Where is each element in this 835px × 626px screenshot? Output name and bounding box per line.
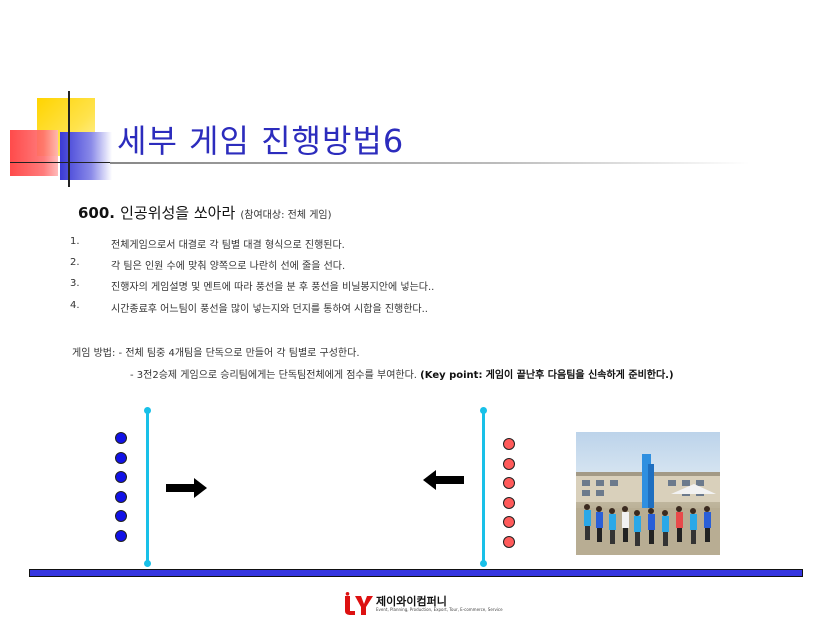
method-line-2: - 3전2승제 게임으로 승리팀에게는 단독팀전체에게 점수를 부여한다. (K… [130, 366, 674, 381]
left-team-player [115, 530, 127, 542]
method-line-2-text: - 3전2승제 게임으로 승리팀에게는 단독팀전체에게 점수를 부여한다. [130, 370, 417, 381]
company-tagline: Event, Planning, Production, Export, Tou… [376, 607, 503, 612]
step-text: 전체게임으로서 대결로 각 팀별 대결 형식으로 진행된다. [111, 240, 345, 251]
right-team-player [503, 438, 515, 450]
left-team-player [115, 432, 127, 444]
keypoint-label: (Key point: [420, 370, 483, 381]
right-team-player [503, 458, 515, 470]
right-pole-bottom-dot [480, 560, 487, 567]
step-number: 1. [70, 236, 80, 247]
game-subtitle: 600. 인공위성을 쏘아라 (참여대상: 전체 게임) [78, 202, 332, 223]
right-team-player [503, 536, 515, 548]
right-team-player [503, 516, 515, 528]
left-team-player [115, 491, 127, 503]
keypoint-text: 게임이 끝난후 다음팀을 신속하게 준비한다.) [485, 370, 674, 381]
arrow-left-icon [423, 470, 464, 490]
right-team-player [503, 477, 515, 489]
right-team-player [503, 497, 515, 509]
method-line-1: 게임 방법: - 전체 팀중 4개팀을 단독으로 만들어 각 팀별로 구성한다. [72, 348, 360, 359]
game-number: 600. [78, 204, 116, 222]
title-decor-horizontal-line [10, 162, 130, 163]
left-start-pole [146, 412, 149, 564]
title-underline [110, 162, 750, 164]
left-pole-top-dot [144, 407, 151, 414]
page-title: 세부 게임 진행방법6 [117, 122, 405, 160]
company-logo-icon [345, 592, 373, 615]
right-start-pole [482, 412, 485, 564]
step-text: 시간종료후 어느팀이 풍선을 많이 넣는지와 던지를 통하여 시합을 진행한다.… [111, 304, 428, 315]
company-name: 제이와이컴퍼니 [376, 595, 447, 608]
game-name: 인공위성을 쏘아라 [120, 204, 236, 222]
step-number: 3. [70, 278, 80, 289]
left-team-player [115, 510, 127, 522]
left-pole-bottom-dot [144, 560, 151, 567]
step-text: 진행자의 게임설명 및 멘트에 따라 풍선을 분 후 풍선을 비닐봉지안에 넣는… [111, 282, 435, 293]
step-number: 4. [70, 300, 80, 311]
title-decor-red-square [10, 130, 58, 176]
left-team-player [115, 452, 127, 464]
step-text: 각 팀은 인원 수에 맞춰 양쪽으로 나란히 선에 줄을 선다. [111, 261, 346, 272]
ground-line [29, 569, 803, 577]
step-number: 2. [70, 257, 80, 268]
left-team-player [115, 471, 127, 483]
arrow-right-icon [166, 478, 207, 498]
event-photo-illustration [576, 454, 720, 555]
right-pole-top-dot [480, 407, 487, 414]
event-photo [576, 432, 720, 555]
title-decor-vertical-line [68, 91, 70, 187]
game-participants-note: (참여대상: 전체 게임) [240, 210, 332, 221]
